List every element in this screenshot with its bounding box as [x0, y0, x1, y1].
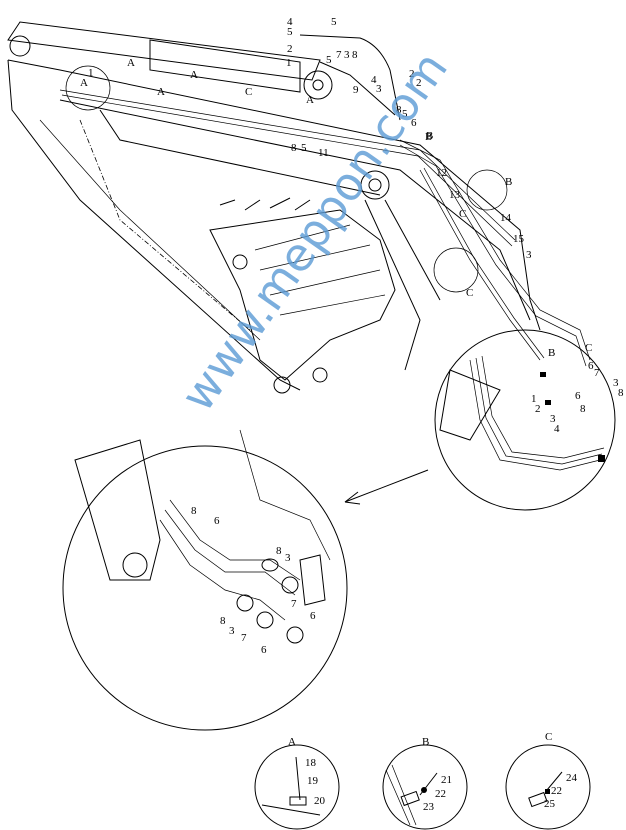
callout-label: B — [548, 347, 555, 359]
callout-label: 8 — [220, 615, 226, 627]
callout-label: 3 — [344, 49, 350, 61]
callout-label: 3 — [526, 249, 532, 261]
callout: 19 — [307, 775, 319, 787]
enlarged-detail-right — [434, 329, 616, 511]
detail-c-title: C — [545, 731, 552, 743]
callout-label: 6 — [310, 610, 316, 622]
callout-label: C — [585, 342, 592, 354]
callout-label: 7 — [291, 598, 297, 610]
callout-label: 13 — [449, 189, 461, 201]
callout: 21 — [441, 774, 452, 786]
callout-label: 1 — [88, 67, 94, 79]
callout-label: 3 — [550, 413, 556, 425]
callout-label: 11 — [318, 147, 329, 159]
callout-label: 7 — [336, 49, 342, 61]
callout-label: 8 — [396, 104, 402, 116]
callout-label: 2 — [287, 43, 293, 55]
callout-label: 5 — [331, 16, 337, 28]
callout-label: 8 — [191, 505, 197, 517]
callout-label: 3 — [376, 83, 382, 95]
detail-circle-b — [466, 169, 508, 211]
callout-label: 14 — [500, 212, 512, 224]
bucket — [209, 197, 396, 394]
detail-view-c — [505, 744, 591, 830]
detail-circle-a — [65, 65, 111, 111]
callout-label: 12 — [436, 167, 447, 179]
callout-label: 8 — [618, 387, 624, 399]
detail-view-b — [382, 744, 468, 830]
callout-label: A — [127, 57, 135, 69]
callout-label: 5 — [326, 54, 332, 66]
callout-label: C — [466, 287, 473, 299]
callout-label: 5 — [301, 142, 307, 154]
boom-body — [7, 59, 541, 391]
callout-label: 8 — [580, 403, 586, 415]
callout-label: 15 — [513, 233, 525, 245]
callout-label: 6 — [575, 390, 581, 402]
callout-label: 6 — [411, 117, 417, 129]
detail-arrow — [344, 469, 429, 505]
callout-label: 4 — [554, 423, 560, 435]
callout: 23 — [423, 801, 435, 813]
enlarged-detail-main — [62, 429, 348, 731]
callout-label: 8 — [352, 49, 358, 61]
callout-label: 6 — [214, 515, 220, 527]
callout-label: 1 — [286, 57, 292, 69]
callout-label: 2 — [409, 68, 415, 80]
hose-lines — [299, 34, 591, 367]
callout-label: B — [426, 130, 433, 142]
callout-label: 6 — [261, 644, 267, 656]
boom-cylinder — [7, 21, 333, 100]
callout-label: A — [157, 86, 165, 98]
callout-label: 5 — [287, 26, 293, 38]
callout-label: 7 — [241, 632, 247, 644]
callout-label: C — [245, 86, 252, 98]
callout: 24 — [566, 772, 578, 784]
callout-label: 5 — [402, 108, 408, 120]
callout-label: 1 — [531, 393, 537, 405]
callout-label: A — [190, 69, 198, 81]
callout-label: 8 — [276, 545, 282, 557]
callout-label: 4 — [371, 74, 377, 86]
callout-label: B — [505, 176, 512, 188]
callout-label: 7 — [594, 367, 600, 379]
detail-titles: A 18 19 20 B 21 22 23 C 24 22 25 — [288, 731, 578, 813]
callout: 22 — [551, 785, 562, 797]
callout-label: B — [425, 131, 432, 143]
detail-a-title: A — [288, 736, 296, 748]
detail-view-a — [254, 744, 340, 830]
callout: 22 — [435, 788, 446, 800]
callout-label: 8 — [291, 142, 297, 154]
callout-label: 4 — [287, 16, 293, 28]
callout-label: 3 — [613, 377, 619, 389]
callout-label: 3 — [285, 552, 291, 564]
callout-label: A — [306, 94, 314, 106]
callout-label: 3 — [229, 625, 235, 637]
callout: 18 — [305, 757, 317, 769]
callout: 20 — [314, 795, 326, 807]
detail-circle-c — [433, 247, 479, 293]
callout: 25 — [544, 798, 556, 810]
callout-label: 2 — [535, 403, 541, 415]
callout-label: 6 — [588, 360, 594, 372]
callout-label: A — [80, 77, 88, 89]
callout-label: C — [459, 208, 466, 220]
callout-label: 9 — [353, 84, 359, 96]
detail-b-title: B — [422, 736, 429, 748]
callout-label: 2 — [416, 77, 422, 89]
